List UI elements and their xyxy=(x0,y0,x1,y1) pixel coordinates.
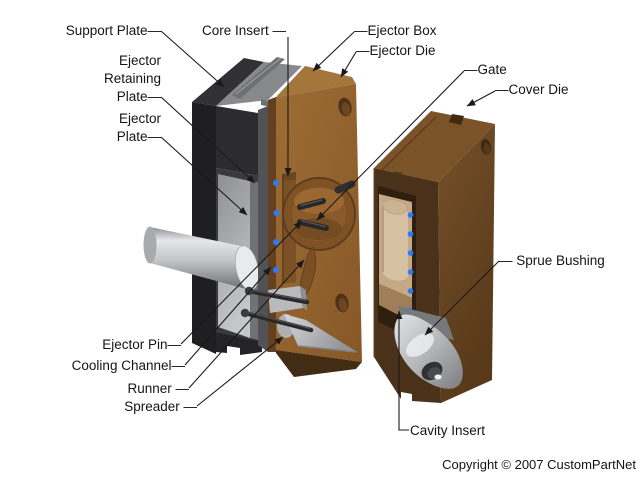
label-line: Plate— xyxy=(116,89,161,104)
spreader-cone xyxy=(277,314,358,353)
ejector-rod-cap xyxy=(143,226,157,264)
leader-spreader xyxy=(196,336,284,407)
leader-lines xyxy=(160,30,500,431)
sprue-bushing-shape xyxy=(394,306,463,389)
groove-highlight xyxy=(235,57,282,95)
cavity-insert-block xyxy=(379,194,412,322)
cooling-channel-dots-cover xyxy=(406,212,414,313)
label-ejector-retaining-plate: Ejector Retaining Plate— xyxy=(104,52,161,106)
guide-hole-top xyxy=(338,97,352,117)
label-sprue-bushing: — Sprue Bushing xyxy=(499,253,605,268)
label-support-plate: Support Plate— xyxy=(65,23,161,38)
leader-ejector-pin xyxy=(180,220,303,345)
ejector-half xyxy=(143,57,362,377)
cover-die-top xyxy=(374,111,495,182)
label-ejector-pin: Ejector Pin— xyxy=(102,337,181,352)
label-ejector-die: —Ejector Die xyxy=(356,43,436,58)
label-line: Ejector xyxy=(118,111,161,126)
label-core-insert: Core Insert — xyxy=(202,23,287,38)
leader-ejector-box xyxy=(312,31,355,72)
ejector-pins-upper xyxy=(297,180,356,231)
ejector-box-upper-band xyxy=(216,106,258,176)
leader-cover-die xyxy=(466,90,496,107)
leader-support-plate xyxy=(160,30,225,88)
cover-guide-hole xyxy=(480,139,492,155)
ejector-box-wall xyxy=(192,102,216,354)
label-line: Ejector xyxy=(118,53,161,68)
ejector-rod xyxy=(150,227,246,289)
support-plate-edge xyxy=(258,106,268,352)
ejector-die-top xyxy=(276,66,356,97)
cooling-channel-dots-ejector xyxy=(273,180,280,273)
ejector-die-bottom xyxy=(276,350,362,377)
leader-sprue-bushing xyxy=(424,260,500,336)
ejector-die-side xyxy=(268,97,276,352)
label-cavity-insert: Cavity Insert xyxy=(410,423,486,438)
label-gate: —Gate xyxy=(464,62,507,77)
leader-cooling-channel xyxy=(184,266,272,366)
leader-gate xyxy=(316,70,465,221)
ejector-pins-lower xyxy=(240,286,314,333)
parting-groove xyxy=(379,116,437,173)
label-runner: Runner — xyxy=(127,381,189,396)
guide-hole-bottom xyxy=(335,293,349,313)
label-cover-die: —Cover Die xyxy=(495,82,569,97)
ejector-box-bottom xyxy=(216,332,262,355)
label-cooling-channel: Cooling Channel— xyxy=(71,358,185,373)
groove-notch xyxy=(261,99,270,107)
copyright-text: Copyright © 2007 CustomPartNet xyxy=(442,457,636,472)
gate-notch xyxy=(449,114,464,125)
leader-cavity-insert xyxy=(395,310,409,431)
label-line: Retaining xyxy=(103,71,161,86)
leader-runner xyxy=(188,259,305,389)
label-ejector-plate: Ejector Plate— xyxy=(117,110,161,146)
leader-ejector-retaining-plate xyxy=(160,96,256,184)
label-ejector-box: —Ejector Box xyxy=(354,23,437,38)
cover-half xyxy=(373,111,495,403)
label-spreader: Spreader — xyxy=(124,399,197,414)
label-line: Plate— xyxy=(116,129,161,144)
leader-ejector-die xyxy=(340,51,357,78)
cover-die-right-face xyxy=(438,124,495,403)
leader-ejector-plate xyxy=(160,136,248,216)
ejector-box-top xyxy=(192,58,264,106)
support-plate-groove xyxy=(232,57,285,99)
